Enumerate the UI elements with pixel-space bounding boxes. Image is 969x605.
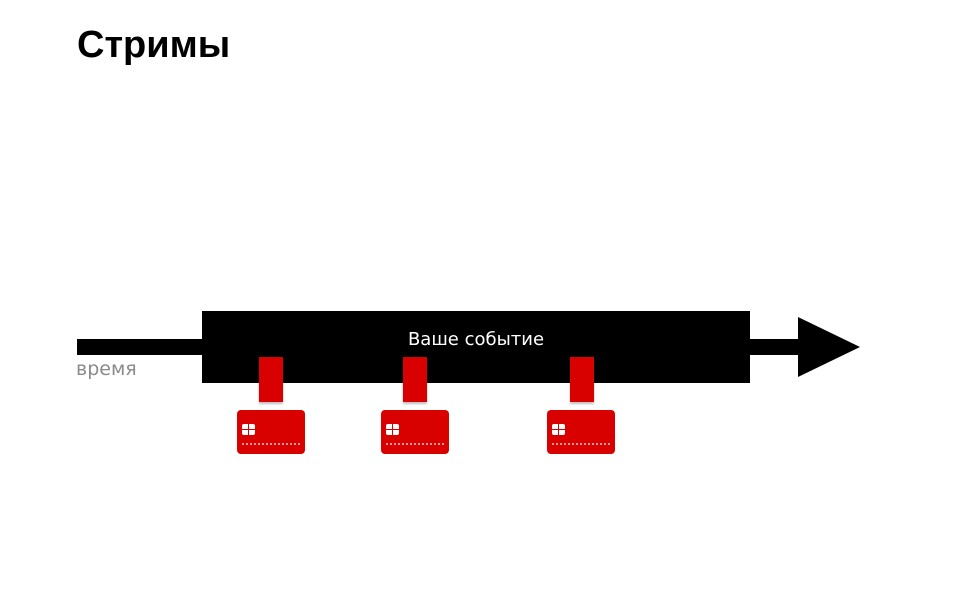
- card-number-decoration: [386, 443, 444, 447]
- card-chip-icon: [552, 424, 565, 435]
- page-title: Стримы: [77, 24, 231, 66]
- card-chip-icon: [386, 424, 399, 435]
- arrow-head-icon: [798, 317, 860, 377]
- card-number-decoration: [552, 443, 610, 447]
- event-label: Ваше событие: [407, 329, 545, 350]
- event-connector: [570, 357, 594, 402]
- credit-card-icon: [381, 410, 449, 454]
- event-connector: [259, 357, 283, 402]
- credit-card-icon: [237, 410, 305, 454]
- card-number-decoration: [242, 443, 300, 447]
- event-block: [202, 311, 750, 383]
- time-axis-label: время: [76, 358, 137, 380]
- credit-card-icon: [547, 410, 615, 454]
- event-connector: [403, 357, 427, 402]
- card-chip-icon: [242, 424, 255, 435]
